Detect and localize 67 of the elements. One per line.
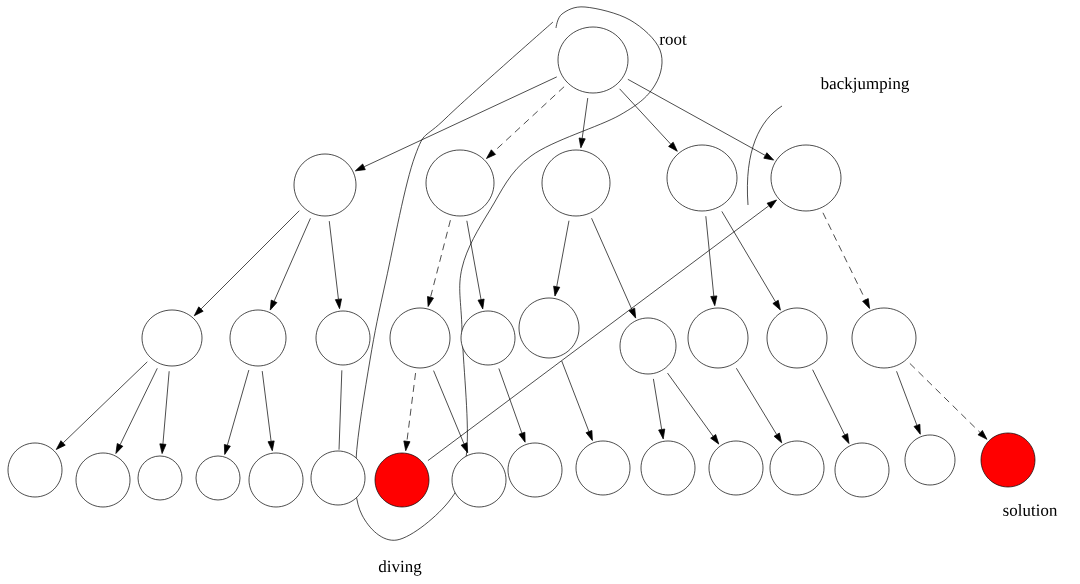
arrow (812, 369, 850, 444)
arrow (591, 217, 637, 319)
tree-node (451, 452, 507, 508)
tree-node (141, 309, 203, 367)
arrow (822, 212, 870, 309)
arrow (433, 370, 469, 454)
arrow (427, 219, 451, 307)
arrow (736, 367, 783, 444)
arrow (619, 88, 678, 152)
arrow (55, 361, 148, 450)
arrow (355, 76, 558, 172)
arrow (193, 210, 300, 317)
arrow (269, 217, 311, 311)
tree-node (575, 440, 631, 496)
tree-node (640, 440, 696, 496)
tree-node (7, 442, 63, 498)
arrow (721, 211, 781, 311)
tree-node (666, 144, 738, 212)
arrow (115, 367, 158, 454)
tree-node (766, 307, 828, 369)
tree-node (248, 452, 304, 508)
tree-node (195, 455, 241, 501)
tree-node (541, 149, 611, 217)
arrow (159, 370, 170, 454)
tree-node (374, 452, 430, 508)
annotation-label: diving (378, 560, 422, 576)
tree-node (310, 450, 366, 506)
arrow (328, 220, 342, 310)
arrow (553, 220, 570, 297)
tree-node (460, 310, 516, 366)
arrow (403, 372, 416, 452)
tree-node (687, 307, 749, 369)
tree-node (293, 153, 357, 217)
tree-node (518, 297, 580, 359)
arrow (627, 78, 774, 161)
tree-node (619, 317, 677, 375)
tree-node (980, 432, 1036, 488)
arrow (896, 370, 921, 435)
arrow (498, 368, 526, 443)
arrow (561, 360, 593, 441)
tree-node (229, 309, 287, 367)
tree-node (557, 26, 629, 94)
tree-node (834, 442, 890, 498)
arrow (261, 370, 275, 452)
arrow (667, 372, 720, 445)
tree-node (507, 442, 563, 498)
arrow (427, 199, 777, 461)
tree-node (137, 455, 183, 501)
node-caption: solution (1003, 504, 1058, 516)
tree-node (315, 310, 371, 366)
arrow (653, 378, 666, 440)
tree-node (425, 149, 495, 217)
tree-node (770, 144, 842, 212)
tree-node (75, 452, 131, 508)
node-caption: root (659, 35, 687, 45)
tree-node (769, 440, 825, 496)
arrow (466, 220, 485, 310)
tree-node (389, 307, 451, 369)
arrow (486, 86, 565, 159)
arrow (578, 97, 589, 149)
arrow (224, 369, 250, 455)
arrow (909, 363, 988, 440)
tree-node (851, 307, 917, 369)
arrow (705, 215, 718, 306)
tree-node (904, 434, 956, 486)
tree-node (708, 440, 764, 496)
annotation-label: backjumping (820, 77, 910, 93)
